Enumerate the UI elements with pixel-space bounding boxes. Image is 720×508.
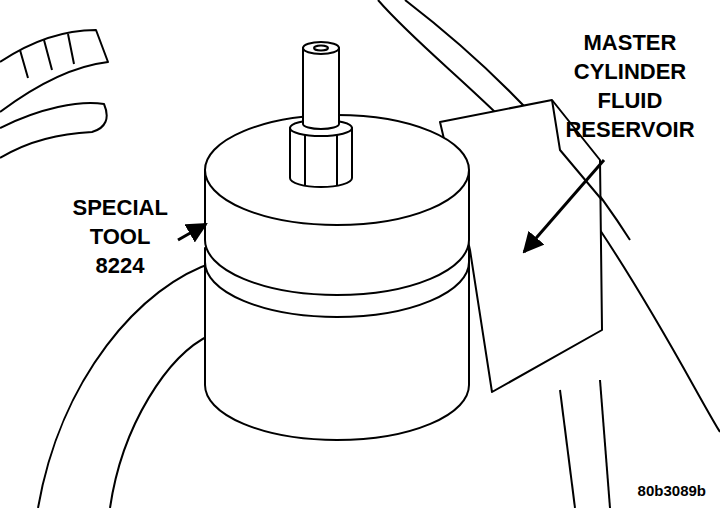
figure-code: 80b3089b	[638, 482, 706, 500]
leader-arrow	[524, 160, 604, 252]
pin-top	[303, 42, 339, 54]
tool-disc-top	[205, 115, 469, 225]
reservoir-edge	[560, 390, 575, 508]
pin	[303, 48, 339, 129]
reservoir-edge	[600, 380, 610, 508]
hose	[0, 30, 108, 112]
leader-arrow	[178, 224, 206, 240]
part-label: MASTER CYLINDER FLUID RESERVOIR	[565, 28, 694, 144]
pin-bore	[314, 46, 328, 51]
hex-nut	[305, 130, 337, 185]
body-outline	[38, 262, 215, 508]
hose	[0, 103, 107, 158]
body-outline	[110, 335, 210, 508]
reservoir-edge	[552, 100, 602, 200]
hose	[20, 34, 74, 78]
part-label: SPECIAL TOOL 8224	[73, 193, 168, 280]
